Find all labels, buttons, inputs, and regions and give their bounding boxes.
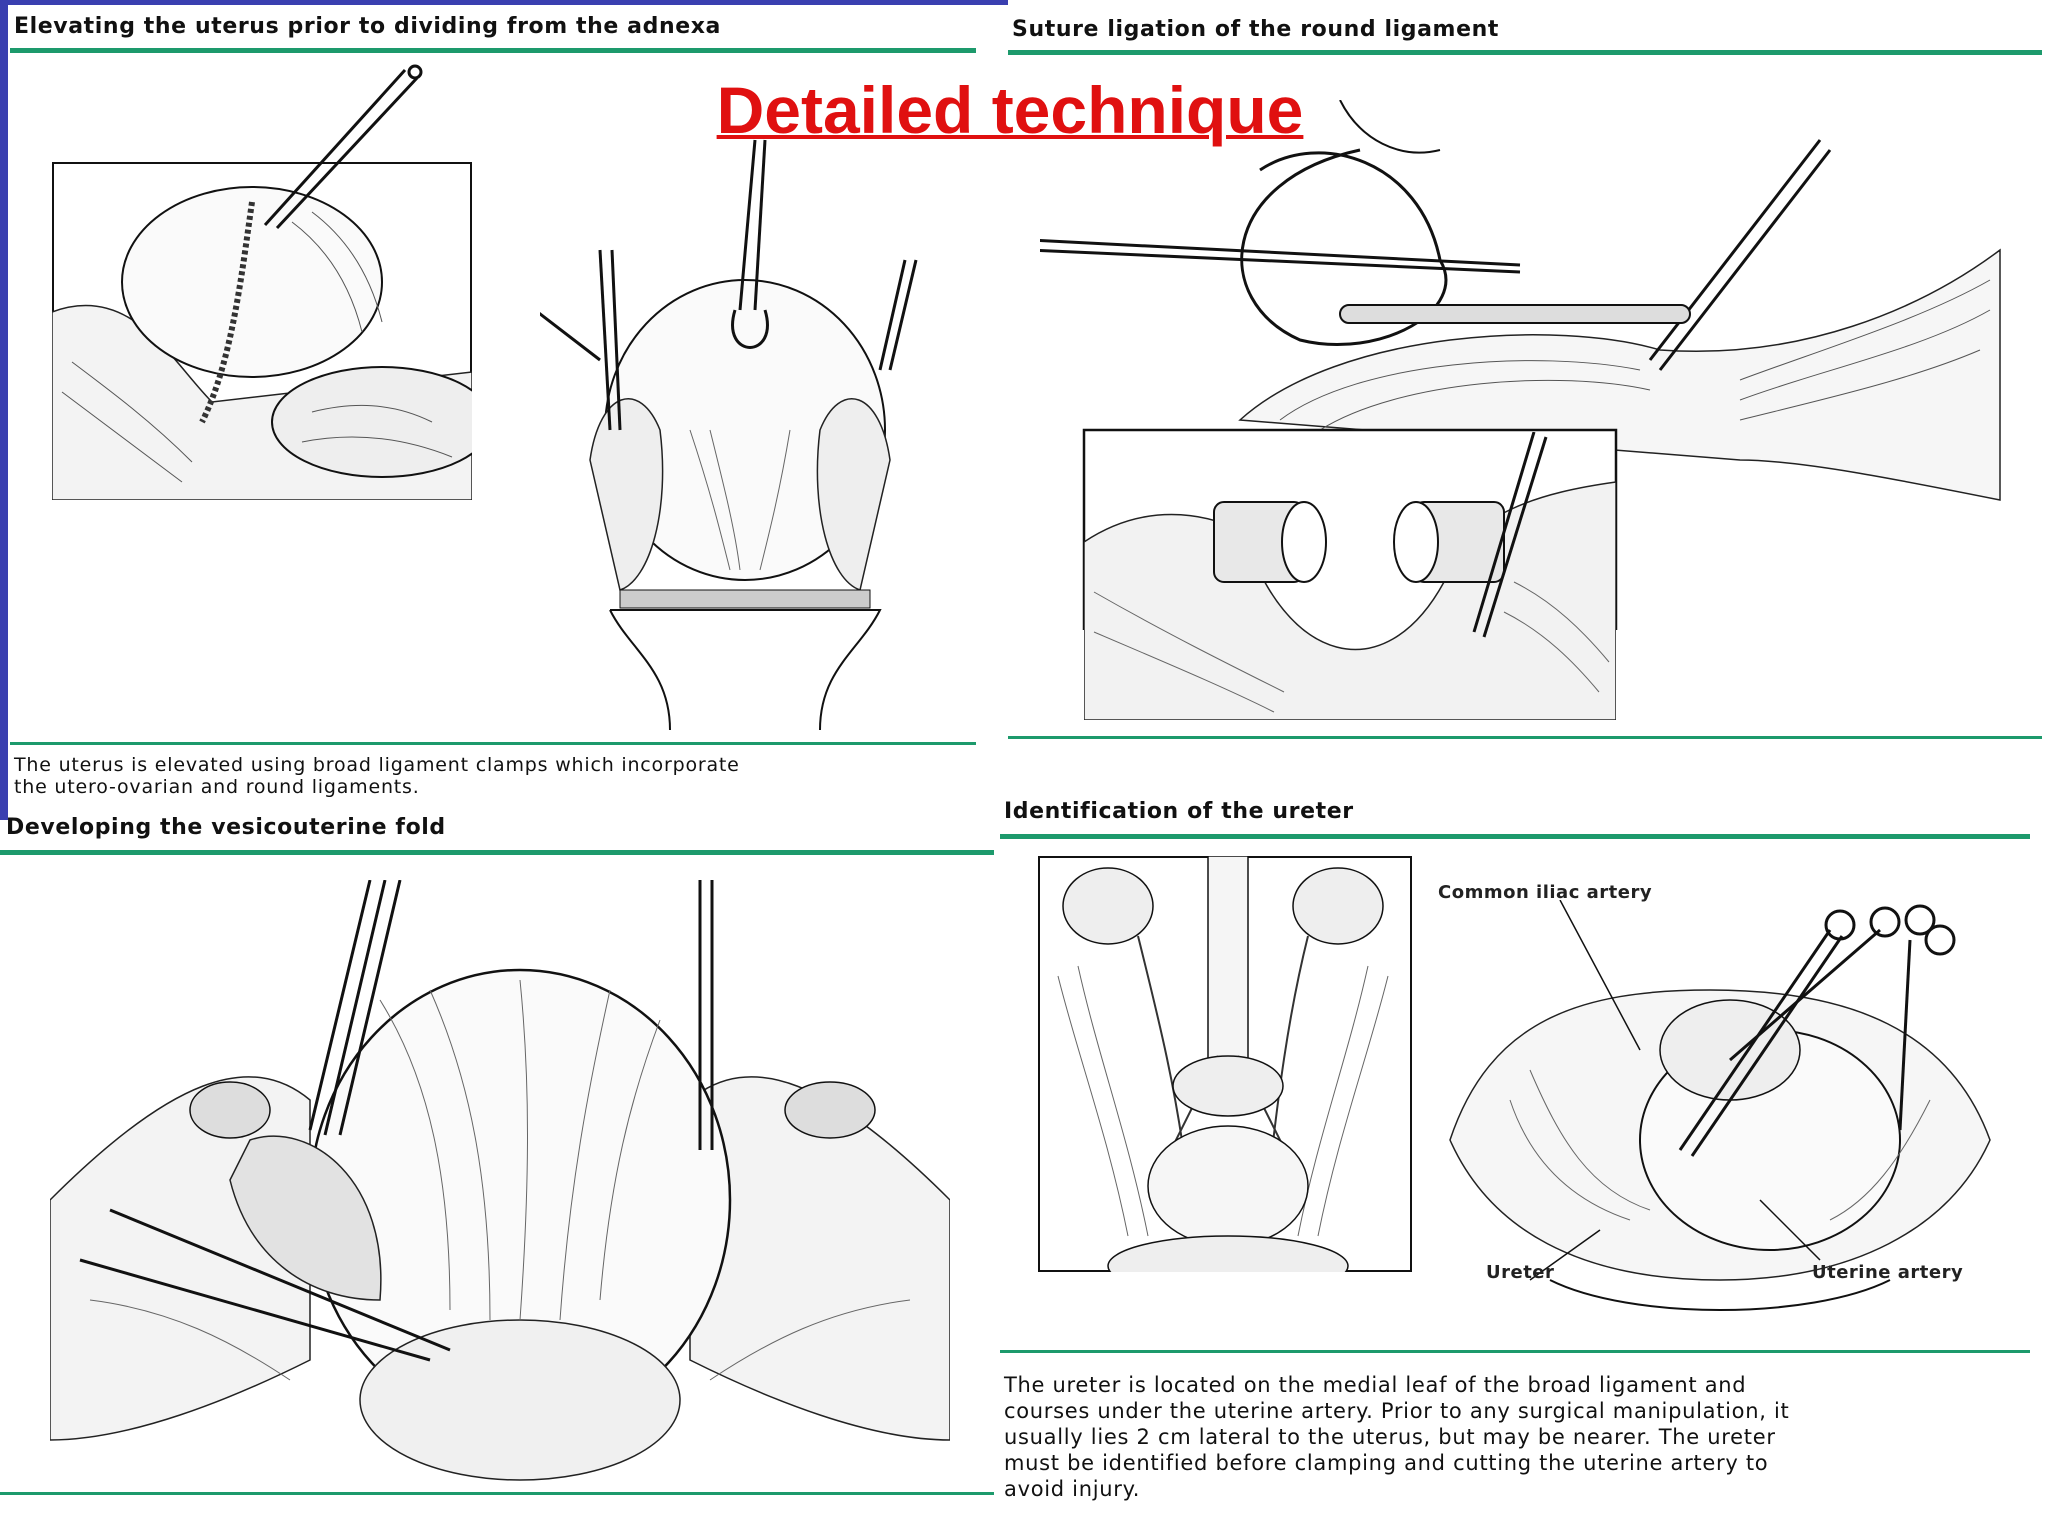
heading-rule-bottom-right xyxy=(1000,834,2030,839)
slide-title: Detailed technique xyxy=(716,73,1304,147)
label-uterine-artery: Uterine artery xyxy=(1812,1262,1964,1283)
illustration-ureter-clamps xyxy=(1430,900,2000,1360)
illustration-round-ligament-inset xyxy=(1084,432,1616,720)
slide-top-accent-bar xyxy=(8,0,1008,5)
caption-ureter-line3: usually lies 2 cm lateral to the uterus,… xyxy=(1004,1425,1776,1449)
clamp-instrument-drawing xyxy=(255,60,435,230)
heading-rule-bottom-left xyxy=(0,850,994,855)
label-ureter: Ureter xyxy=(1486,1262,1555,1283)
caption-top-left-line2: the utero-ovarian and round ligaments. xyxy=(14,776,420,798)
slide-left-accent-bar xyxy=(0,0,8,820)
caption-rule-bottom-right xyxy=(1000,1350,2030,1353)
illustration-uterus-clamped xyxy=(540,130,940,730)
illustration-vesicouterine-fold xyxy=(50,880,950,1500)
heading-rule-top-right xyxy=(1008,50,2042,55)
heading-identification-ureter: Identification of the ureter xyxy=(1004,799,1354,824)
illustration-uterus-elevation-inset xyxy=(52,162,472,500)
caption-rule-top-left xyxy=(10,742,976,745)
caption-ureter-line1: The ureter is located on the medial leaf… xyxy=(1004,1373,1747,1397)
heading-rule-top-left xyxy=(10,48,976,53)
heading-elevating-uterus: Elevating the uterus prior to dividing f… xyxy=(14,14,721,39)
caption-ureter-line5: avoid injury. xyxy=(1004,1477,1141,1501)
caption-rule-bottom-left xyxy=(0,1492,994,1495)
heading-suture-round-ligament: Suture ligation of the round ligament xyxy=(1012,17,1499,42)
caption-rule-top-right xyxy=(1008,736,2042,739)
caption-top-left-line1: The uterus is elevated using broad ligam… xyxy=(14,754,740,776)
caption-ureter-line2: courses under the uterine artery. Prior … xyxy=(1004,1399,1790,1423)
illustration-retroperitoneal-anatomy xyxy=(1038,856,1412,1272)
heading-vesicouterine-fold: Developing the vesicouterine fold xyxy=(6,815,446,840)
label-common-iliac-artery: Common iliac artery xyxy=(1438,882,1653,903)
caption-ureter-line4: must be identified before clamping and c… xyxy=(1004,1451,1769,1475)
